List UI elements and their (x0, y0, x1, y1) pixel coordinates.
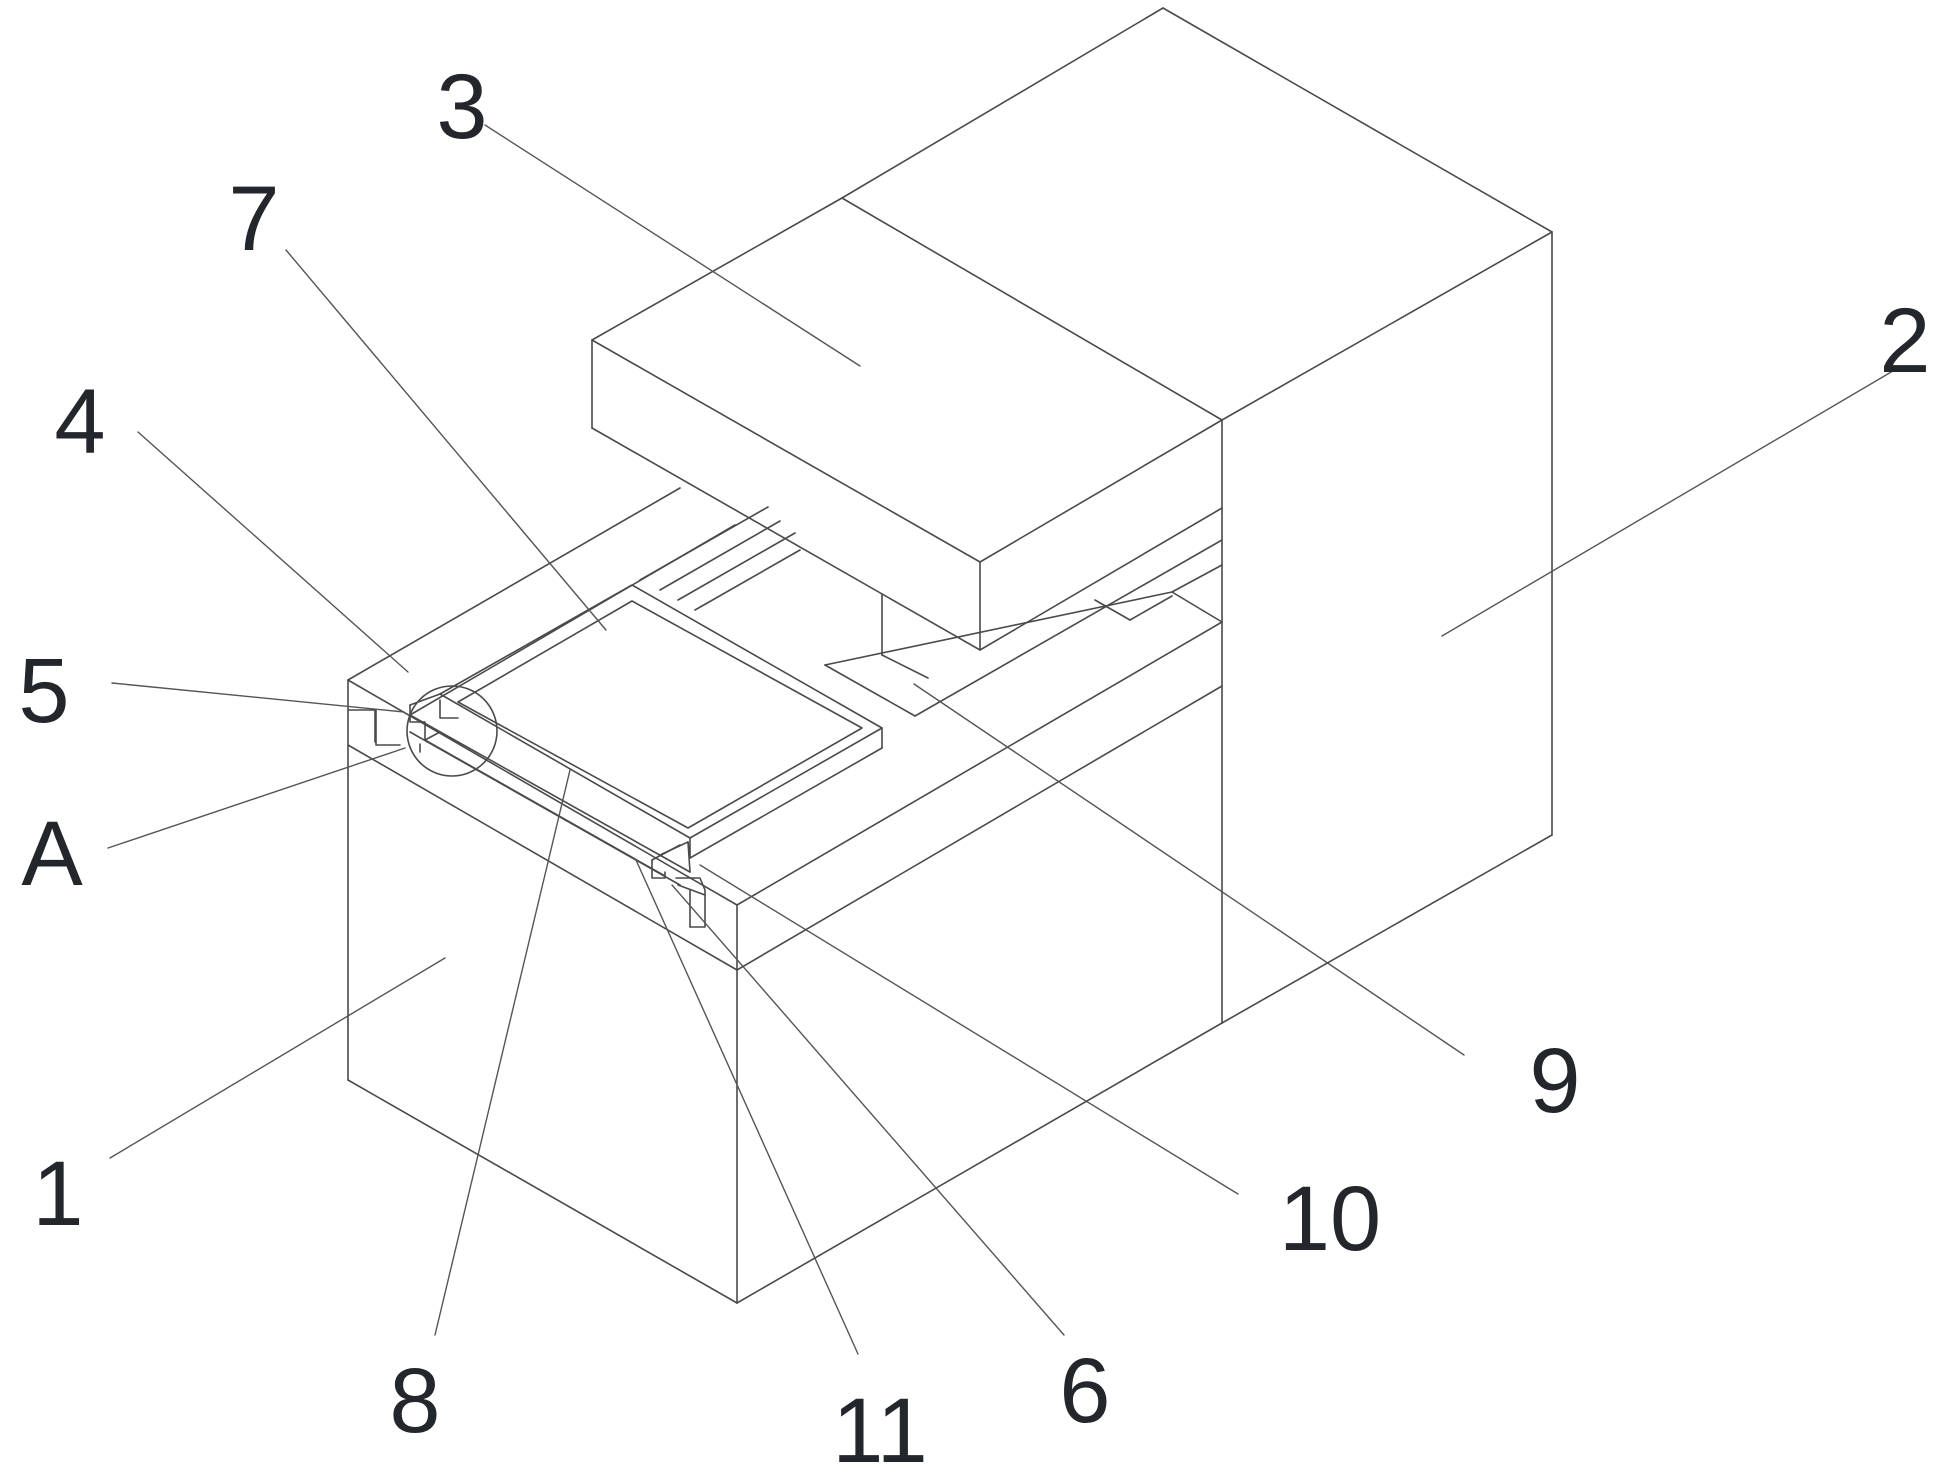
right-clamp (651, 841, 706, 928)
tray-frame (439, 584, 883, 859)
callout-9: 9 (1529, 1030, 1580, 1132)
side-rail (824, 539, 1223, 717)
callout-10: 10 (1279, 1168, 1381, 1270)
callout-8: 8 (389, 1350, 440, 1452)
callout-7: 7 (228, 168, 279, 270)
callout-1: 1 (32, 1143, 83, 1245)
leader-a (107, 747, 406, 849)
leader-2 (1441, 367, 1899, 637)
callout-4: 4 (54, 371, 105, 473)
leader-1 (109, 957, 446, 1159)
leader-6 (671, 884, 1065, 1336)
detail-circle-a (406, 685, 498, 777)
leader-4 (137, 431, 409, 673)
right-column (841, 7, 1553, 1024)
base-block (347, 487, 1223, 1304)
callout-a: A (21, 803, 83, 905)
callout-11: 11 (832, 1380, 928, 1473)
callout-6: 6 (1059, 1340, 1110, 1442)
callout-5: 5 (18, 640, 69, 742)
leader-3 (484, 124, 861, 367)
leader-9 (913, 683, 1465, 1056)
leader-11 (635, 859, 859, 1355)
left-clamp (347, 685, 498, 777)
leader-lines (107, 124, 1899, 1355)
callout-2: 2 (1879, 290, 1930, 392)
guide-rails (639, 506, 801, 611)
callout-3: 3 (436, 56, 487, 158)
leader-5 (111, 682, 405, 713)
leader-8 (434, 769, 571, 1336)
leader-7 (285, 249, 607, 631)
callout-labels: 1 2 3 4 5 6 7 8 9 10 11 A (18, 56, 1930, 1473)
leader-10 (699, 864, 1239, 1195)
top-arm (591, 197, 1223, 679)
